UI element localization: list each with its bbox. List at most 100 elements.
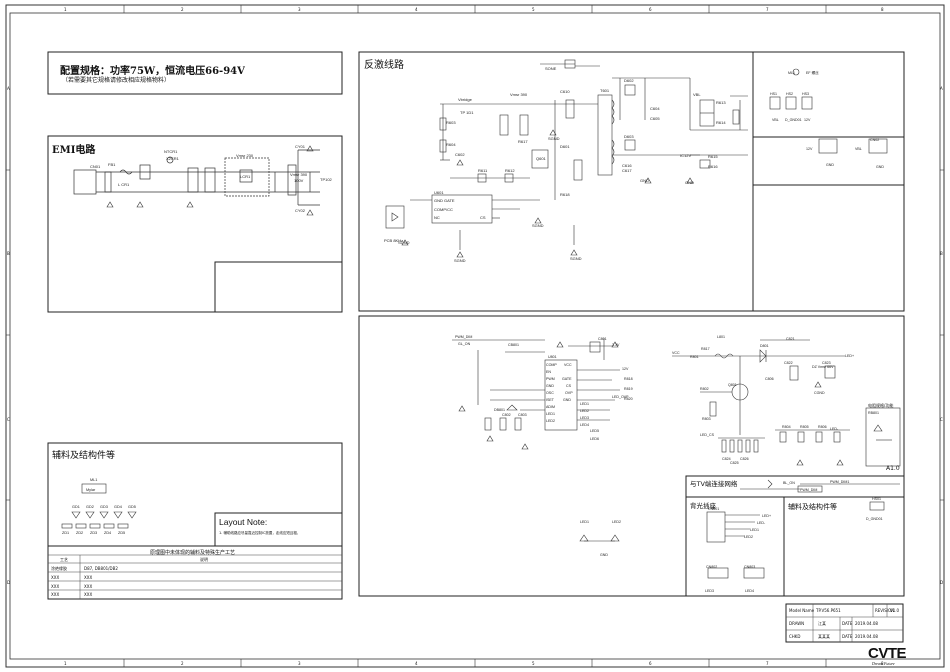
svg-text:LED2: LED2 <box>612 520 621 524</box>
column-label: 1 <box>64 661 67 666</box>
svg-text:LED-: LED- <box>757 521 766 525</box>
company-tagline: Dream Future <box>872 661 895 666</box>
svg-text:R819: R819 <box>624 387 633 391</box>
svg-text:HS1: HS1 <box>770 92 777 96</box>
company-logo: CVTE <box>868 645 907 662</box>
title-cell: DATE <box>842 621 853 626</box>
svg-text:GD3: GD3 <box>100 505 108 509</box>
svg-text:SGND: SGND <box>454 258 466 263</box>
svg-text:LED1: LED1 <box>580 520 589 524</box>
svg-text:IC12V: IC12V <box>680 153 691 158</box>
svg-text:CN01: CN01 <box>90 164 101 169</box>
title-cell: 江某 <box>818 621 826 626</box>
svg-text:C806: C806 <box>765 377 774 381</box>
svg-text:SGND: SGND <box>570 256 582 261</box>
svg-text:C802: C802 <box>502 413 511 417</box>
svg-text:R611: R611 <box>478 168 488 173</box>
svg-text:C617: C617 <box>622 168 632 173</box>
svg-text:LED6: LED6 <box>590 437 599 441</box>
svg-text:BL_ON: BL_ON <box>783 481 795 485</box>
column-label: 6 <box>649 661 652 666</box>
process-table-cell: XXX <box>84 584 93 589</box>
svg-text:LED_CS: LED_CS <box>700 433 715 437</box>
svg-text:GND: GND <box>600 553 608 557</box>
svg-text:HS01: HS01 <box>872 497 881 501</box>
svg-text:LED5: LED5 <box>590 429 599 433</box>
version-label: A1.0 <box>886 465 900 472</box>
column-label: 3 <box>298 661 301 666</box>
svg-text:LED-: LED- <box>830 427 839 431</box>
svg-text:ZD2: ZD2 <box>76 531 83 535</box>
process-table-cell: D87, DB801/DB2 <box>84 566 118 571</box>
svg-text:ZD1: ZD1 <box>62 531 69 535</box>
svg-text:SGND: SGND <box>398 240 410 245</box>
aux-left-title: 辅料及结构件等 <box>52 451 116 461</box>
svg-text:LED+: LED+ <box>845 354 854 358</box>
svg-text:PWM_DIM1: PWM_DIM1 <box>830 480 849 484</box>
svg-text:C821: C821 <box>786 337 795 341</box>
svg-text:GND: GND <box>563 398 571 402</box>
process-table-cell: XXX <box>51 584 60 589</box>
svg-text:R803: R803 <box>702 417 711 421</box>
svg-text:U601: U601 <box>434 190 444 195</box>
svg-text:OSC: OSC <box>546 391 554 395</box>
svg-text:R802: R802 <box>700 387 709 391</box>
config-title: 配置规格：功率75W，恒流电压66-94V <box>60 66 245 77</box>
svg-text:LED1: LED1 <box>750 528 759 532</box>
svg-text:R617: R617 <box>518 139 528 144</box>
svg-text:R603: R603 <box>446 120 456 125</box>
svg-text:X2CR1: X2CR1 <box>166 156 180 161</box>
column-label: 8 <box>881 7 884 12</box>
svg-text:LED4: LED4 <box>580 423 589 427</box>
svg-text:COMP/CC: COMP/CC <box>434 207 453 212</box>
svg-text:GL_ON: GL_ON <box>458 342 471 346</box>
column-label: 4 <box>415 661 418 666</box>
title-cell: 2019.04.08 <box>855 634 878 639</box>
svg-text:NC: NC <box>434 215 440 220</box>
config-subtitle: （若需要其它规格请修改相应规格物料） <box>62 77 171 84</box>
svg-text:R612: R612 <box>505 168 515 173</box>
svg-text:SONE: SONE <box>545 66 557 71</box>
svg-text:VBL: VBL <box>772 118 779 122</box>
title-cell: V1.0 <box>890 608 900 613</box>
svg-text:ZD5: ZD5 <box>118 531 125 535</box>
title-cell: 2019.04.08 <box>855 621 878 626</box>
svg-text:CN802: CN802 <box>706 565 717 569</box>
svg-text:DZ Vmsr 66V: DZ Vmsr 66V <box>812 365 834 369</box>
column-label: 4 <box>415 7 418 12</box>
column-label: 7 <box>766 7 769 12</box>
svg-text:C823: C823 <box>822 361 831 365</box>
process-table-cell: 涂绝缘胶 <box>51 566 67 571</box>
svg-text:C604: C604 <box>650 106 660 111</box>
svg-text:CS: CS <box>480 215 486 220</box>
svg-text:HS2: HS2 <box>786 92 793 96</box>
svg-text:RB801: RB801 <box>868 411 879 415</box>
svg-text:NTCR1: NTCR1 <box>164 149 178 154</box>
svg-text:TP102: TP102 <box>320 177 333 182</box>
row-label: C <box>940 417 943 422</box>
svg-text:L801: L801 <box>717 335 725 339</box>
svg-text:PWM: PWM <box>546 377 555 381</box>
svg-text:VBL: VBL <box>855 147 862 151</box>
column-label: 8 <box>881 661 884 666</box>
svg-text:GND: GND <box>685 180 694 185</box>
svg-text:D602: D602 <box>624 78 634 83</box>
svg-text:CB801: CB801 <box>508 343 519 347</box>
svg-text:D601: D601 <box>560 144 570 149</box>
svg-text:R616: R616 <box>708 164 718 169</box>
svg-text:VBL: VBL <box>693 92 701 97</box>
process-table-title: 原理图中未体现的辅料及特殊生产工艺 <box>150 550 236 556</box>
svg-text:LED2: LED2 <box>546 419 555 423</box>
backlight-title: 背光插座 <box>690 502 716 510</box>
column-label: 2 <box>181 661 184 666</box>
svg-text:D603: D603 <box>624 134 634 139</box>
svg-text:VCC: VCC <box>564 363 572 367</box>
svg-text:DB801: DB801 <box>494 408 505 412</box>
row-label: C <box>7 417 10 422</box>
column-label: 3 <box>298 7 301 12</box>
title-cell: 某某某 <box>818 634 830 639</box>
svg-text:C824: C824 <box>722 457 731 461</box>
svg-text:Mylar: Mylar <box>86 488 96 492</box>
svg-text:R618: R618 <box>560 192 570 197</box>
row-label: B <box>7 251 10 256</box>
